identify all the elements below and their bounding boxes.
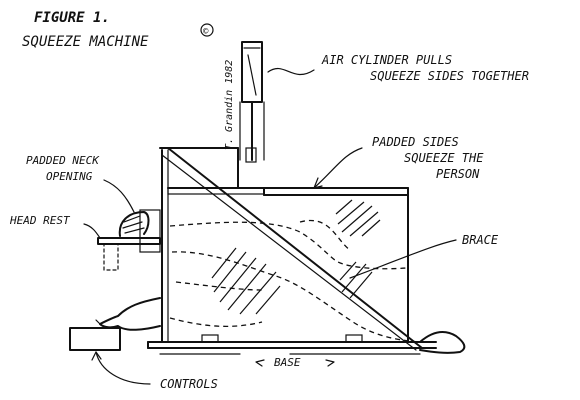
padded-neck-opening [118, 211, 150, 237]
figure-title: FIGURE 1. [34, 10, 110, 26]
person-outline [169, 219, 421, 343]
controls-box [69, 327, 121, 351]
padded-neck-label-line2: OPENING [46, 170, 93, 183]
padded-sides-pointer [313, 147, 363, 189]
artist-signature: T. Grandin 1982 [224, 60, 235, 150]
air-cylinder [239, 41, 265, 163]
padded-neck-pointer [103, 179, 135, 213]
head-rest [97, 209, 161, 271]
machine-frame [159, 147, 423, 351]
padded-sides-label-line1: PADDED SIDES [372, 135, 459, 149]
hand-sketch [95, 297, 161, 331]
padding-hatch [211, 199, 381, 315]
feet-sketch [419, 331, 466, 354]
figure-subtitle: SQUEEZE MACHINE [22, 34, 149, 50]
base-label: BASE [274, 356, 301, 369]
air-cylinder-pointer [267, 67, 315, 76]
padded-sides-label-line3: PERSON [436, 167, 480, 181]
base-arrow-left [255, 359, 265, 367]
brace-label: BRACE [462, 233, 499, 247]
padded-side-box [167, 187, 409, 343]
head-rest-pointer [83, 223, 101, 239]
copyright-symbol: © [203, 27, 209, 37]
base [147, 334, 437, 355]
brace-pointer [349, 239, 457, 279]
head-rest-label: HEAD REST [9, 214, 71, 227]
base-arrow-right [325, 359, 335, 367]
air-cylinder-label-line1: AIR CYLINDER PULLS [321, 53, 452, 67]
controls-pointer [95, 351, 151, 385]
air-cylinder-label-line2: SQUEEZE SIDES TOGETHER [370, 69, 529, 83]
padded-sides-label-line2: SQUEEZE THE [404, 151, 484, 165]
controls-label: CONTROLS [160, 377, 218, 391]
copyright-icon [200, 23, 214, 37]
padded-neck-label-line1: PADDED NECK [26, 154, 100, 167]
brace-bar [167, 147, 423, 349]
